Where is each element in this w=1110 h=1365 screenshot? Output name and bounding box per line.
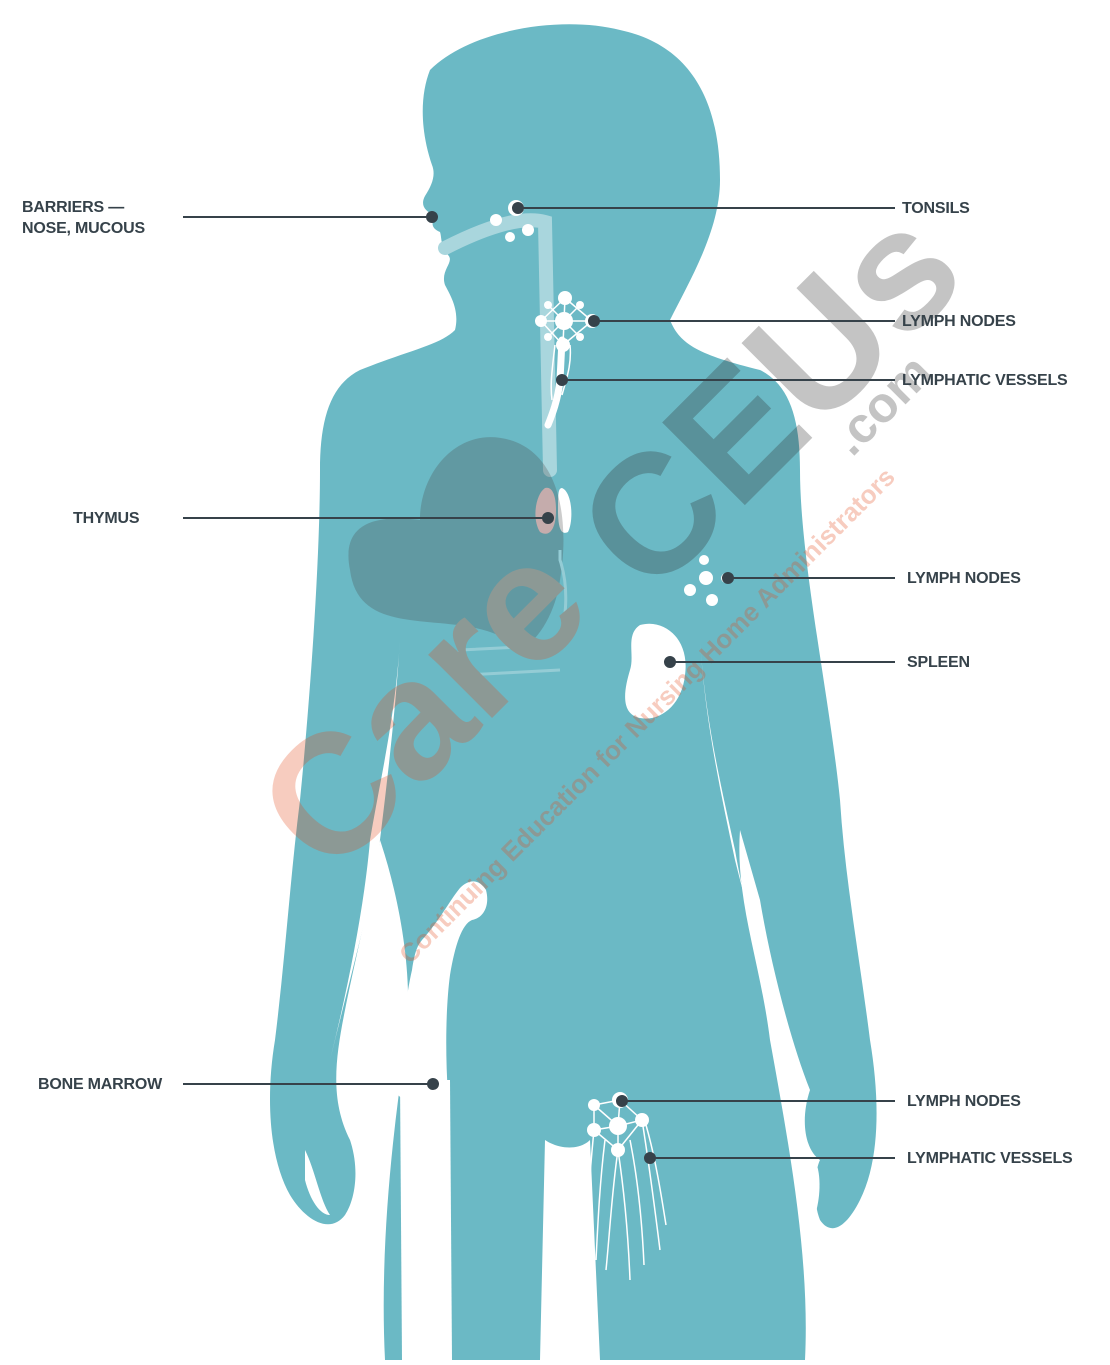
leg-gap	[540, 1140, 600, 1360]
label-bone-marrow: BONE MARROW	[38, 1074, 162, 1095]
label-barriers-line2: NOSE, MUCOUS	[22, 218, 145, 239]
label-lymph-nodes-groin: LYMPH NODES	[907, 1091, 1021, 1112]
label-lymph-nodes-armpit: LYMPH NODES	[907, 568, 1021, 589]
label-thymus: THYMUS	[73, 508, 139, 529]
label-lymphatic-vessels-neck: LYMPHATIC VESSELS	[902, 370, 1068, 391]
label-tonsils: TONSILS	[902, 198, 970, 219]
label-lymph-nodes-neck: LYMPH NODES	[902, 311, 1016, 332]
label-barriers-line1: BARRIERS —	[22, 197, 145, 218]
label-barriers: BARRIERS — NOSE, MUCOUS	[22, 197, 145, 239]
label-spleen: SPLEEN	[907, 652, 970, 673]
femur-upper	[400, 1080, 452, 1360]
label-lymphatic-vessels-groin: LYMPHATIC VESSELS	[907, 1148, 1073, 1169]
